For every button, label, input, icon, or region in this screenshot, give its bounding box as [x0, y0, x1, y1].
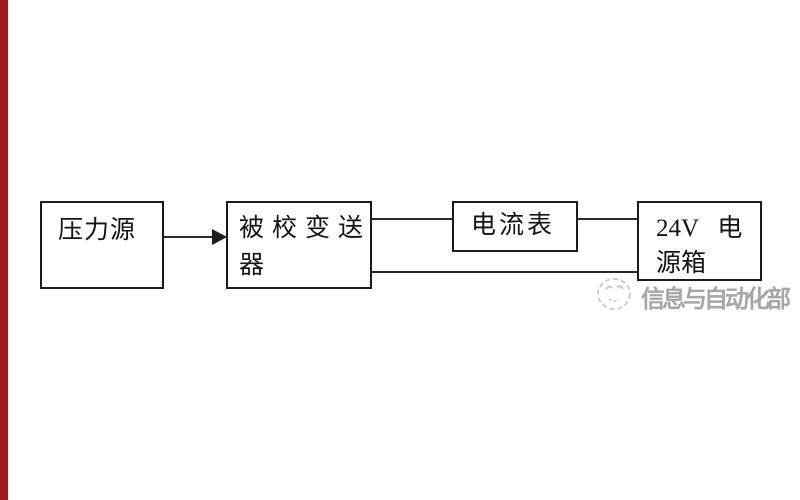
node-label: 器	[239, 252, 265, 279]
arrow-head-icon	[212, 229, 227, 245]
node-label: 压力源	[58, 217, 137, 244]
connector-ammeter-to-power-box	[577, 218, 638, 220]
node-label: 24V 电	[656, 215, 743, 242]
left-accent-bar	[0, 0, 8, 500]
node-pressure-source: 压力源	[40, 201, 164, 289]
node-ammeter: 电流表	[452, 201, 578, 252]
node-label: 源箱	[656, 250, 707, 277]
node-label: 被校变送	[239, 215, 372, 242]
doodle-face-logo-icon	[597, 278, 631, 310]
connector-transmitter-to-power-box	[371, 271, 638, 273]
node-label: 电流表	[471, 212, 556, 239]
node-24v-power-box: 24V 电 源箱	[637, 201, 762, 281]
connector-transmitter-to-ammeter	[371, 218, 453, 220]
connector-pressure-to-transmitter	[164, 236, 214, 238]
node-transmitter-under-test: 被校变送 器	[226, 201, 372, 289]
watermark-text: 信息与自动化部	[641, 287, 791, 313]
